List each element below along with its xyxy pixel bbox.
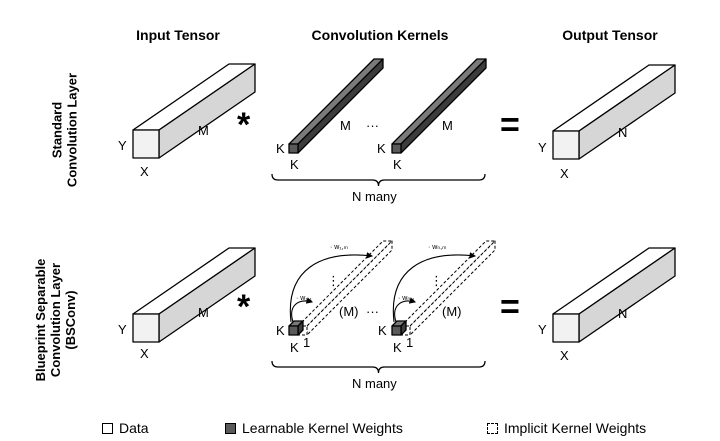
kernel-1-side bbox=[297, 58, 384, 154]
legend-data-label: Data bbox=[119, 420, 149, 436]
n-many-brace-standard bbox=[271, 173, 486, 187]
bs-output-tensor-n-label: N bbox=[618, 306, 627, 321]
output-tensor-front bbox=[552, 130, 580, 160]
bs-input-tensor-front bbox=[132, 313, 160, 343]
weight-wn1-label: · wₙ,₁ bbox=[398, 295, 415, 302]
weight-w11-label: · w₁,₁ bbox=[296, 295, 313, 302]
bs-convolution-operator: * bbox=[237, 288, 251, 326]
n-many-label-standard: N many bbox=[352, 189, 397, 204]
input-tensor-m-label: M bbox=[198, 123, 209, 138]
weight-arrow-11 bbox=[291, 297, 314, 323]
kernel-n-side bbox=[400, 58, 487, 154]
header-input-tensor: Input Tensor bbox=[136, 27, 220, 43]
bs-input-tensor-m-label: M bbox=[198, 305, 209, 320]
row-label-bsconv: Blueprint SeparableConvolution Layer(BSC… bbox=[33, 259, 78, 382]
legend-learnable: Learnable Kernel Weights bbox=[225, 420, 403, 436]
bs-kernel-1-m-label: (M) bbox=[339, 304, 359, 319]
kernel-n-m-label: M bbox=[442, 118, 453, 133]
kernel-ellipsis: ··· bbox=[366, 118, 379, 133]
bs-kernel-1-k-label: K bbox=[276, 323, 285, 338]
bs-kernel-1-one-label: 1 bbox=[303, 335, 310, 350]
bs-kernel-n-blueprint-front bbox=[391, 325, 402, 336]
convolution-operator: * bbox=[237, 106, 251, 144]
bs-kernel-n-k-label: K bbox=[378, 323, 387, 338]
implicit-weights-swatch bbox=[487, 422, 498, 434]
input-tensor-x-label: X bbox=[140, 164, 149, 179]
weight-arrow-nm bbox=[392, 252, 477, 323]
bs-kernel-n-k-depth-label: K bbox=[393, 340, 402, 355]
bs-output-tensor-y-label: Y bbox=[538, 322, 547, 337]
header-output-tensor: Output Tensor bbox=[562, 27, 658, 43]
header-convolution-kernels: Convolution Kernels bbox=[312, 27, 449, 43]
bs-kernel-ellipsis: ··· bbox=[366, 304, 379, 319]
weight-vdots-1: ⋮ bbox=[327, 273, 340, 288]
bs-equals-operator: = bbox=[500, 288, 520, 326]
output-tensor-x-label: X bbox=[560, 166, 569, 181]
input-tensor-y-label: Y bbox=[118, 138, 127, 153]
kernel-1-m-label: M bbox=[340, 118, 351, 133]
legend-implicit-label: Implicit Kernel Weights bbox=[504, 420, 647, 436]
row-label-standard: StandardConvolution Layer bbox=[50, 73, 80, 187]
weight-wnm-label: · wₙ,ₘ bbox=[428, 244, 446, 251]
input-tensor-front bbox=[132, 129, 160, 159]
kernel-1-k-label: K bbox=[276, 141, 285, 156]
bs-kernel-n-one-label: 1 bbox=[406, 335, 413, 350]
bs-output-tensor-x-label: X bbox=[560, 348, 569, 363]
kernel-1-front bbox=[288, 143, 299, 154]
output-tensor-y-label: Y bbox=[538, 140, 547, 155]
n-many-label-bsconv: N many bbox=[352, 376, 397, 391]
kernel-n-k-depth-label: K bbox=[393, 157, 402, 172]
weight-arrow-1m bbox=[289, 252, 374, 323]
bs-kernel-1-k-depth-label: K bbox=[290, 340, 299, 355]
weight-vdots-2: ⋮ bbox=[430, 273, 443, 288]
legend-implicit: Implicit Kernel Weights bbox=[487, 420, 646, 436]
bs-kernel-n-m-label: (M) bbox=[442, 304, 462, 319]
legend-learnable-label: Learnable Kernel Weights bbox=[242, 420, 403, 436]
weight-w1m-label: · w₁,ₘ bbox=[330, 244, 348, 251]
bs-kernel-1-blueprint-front bbox=[288, 325, 299, 336]
data-swatch bbox=[102, 422, 113, 434]
learnable-weights-swatch bbox=[225, 422, 236, 434]
kernel-n-k-label: K bbox=[377, 141, 386, 156]
n-many-brace-bsconv bbox=[271, 360, 486, 374]
output-tensor-n-label: N bbox=[618, 125, 627, 140]
kernel-n-top bbox=[391, 58, 487, 145]
bs-output-tensor-front bbox=[552, 313, 580, 343]
bs-input-tensor-x-label: X bbox=[140, 346, 149, 361]
kernel-1-k-depth-label: K bbox=[290, 157, 299, 172]
weight-arrow-n1 bbox=[394, 297, 417, 323]
legend-data: Data bbox=[102, 420, 149, 436]
bs-input-tensor-y-label: Y bbox=[118, 322, 127, 337]
kernel-n-front bbox=[391, 143, 402, 154]
equals-operator: = bbox=[500, 106, 520, 144]
